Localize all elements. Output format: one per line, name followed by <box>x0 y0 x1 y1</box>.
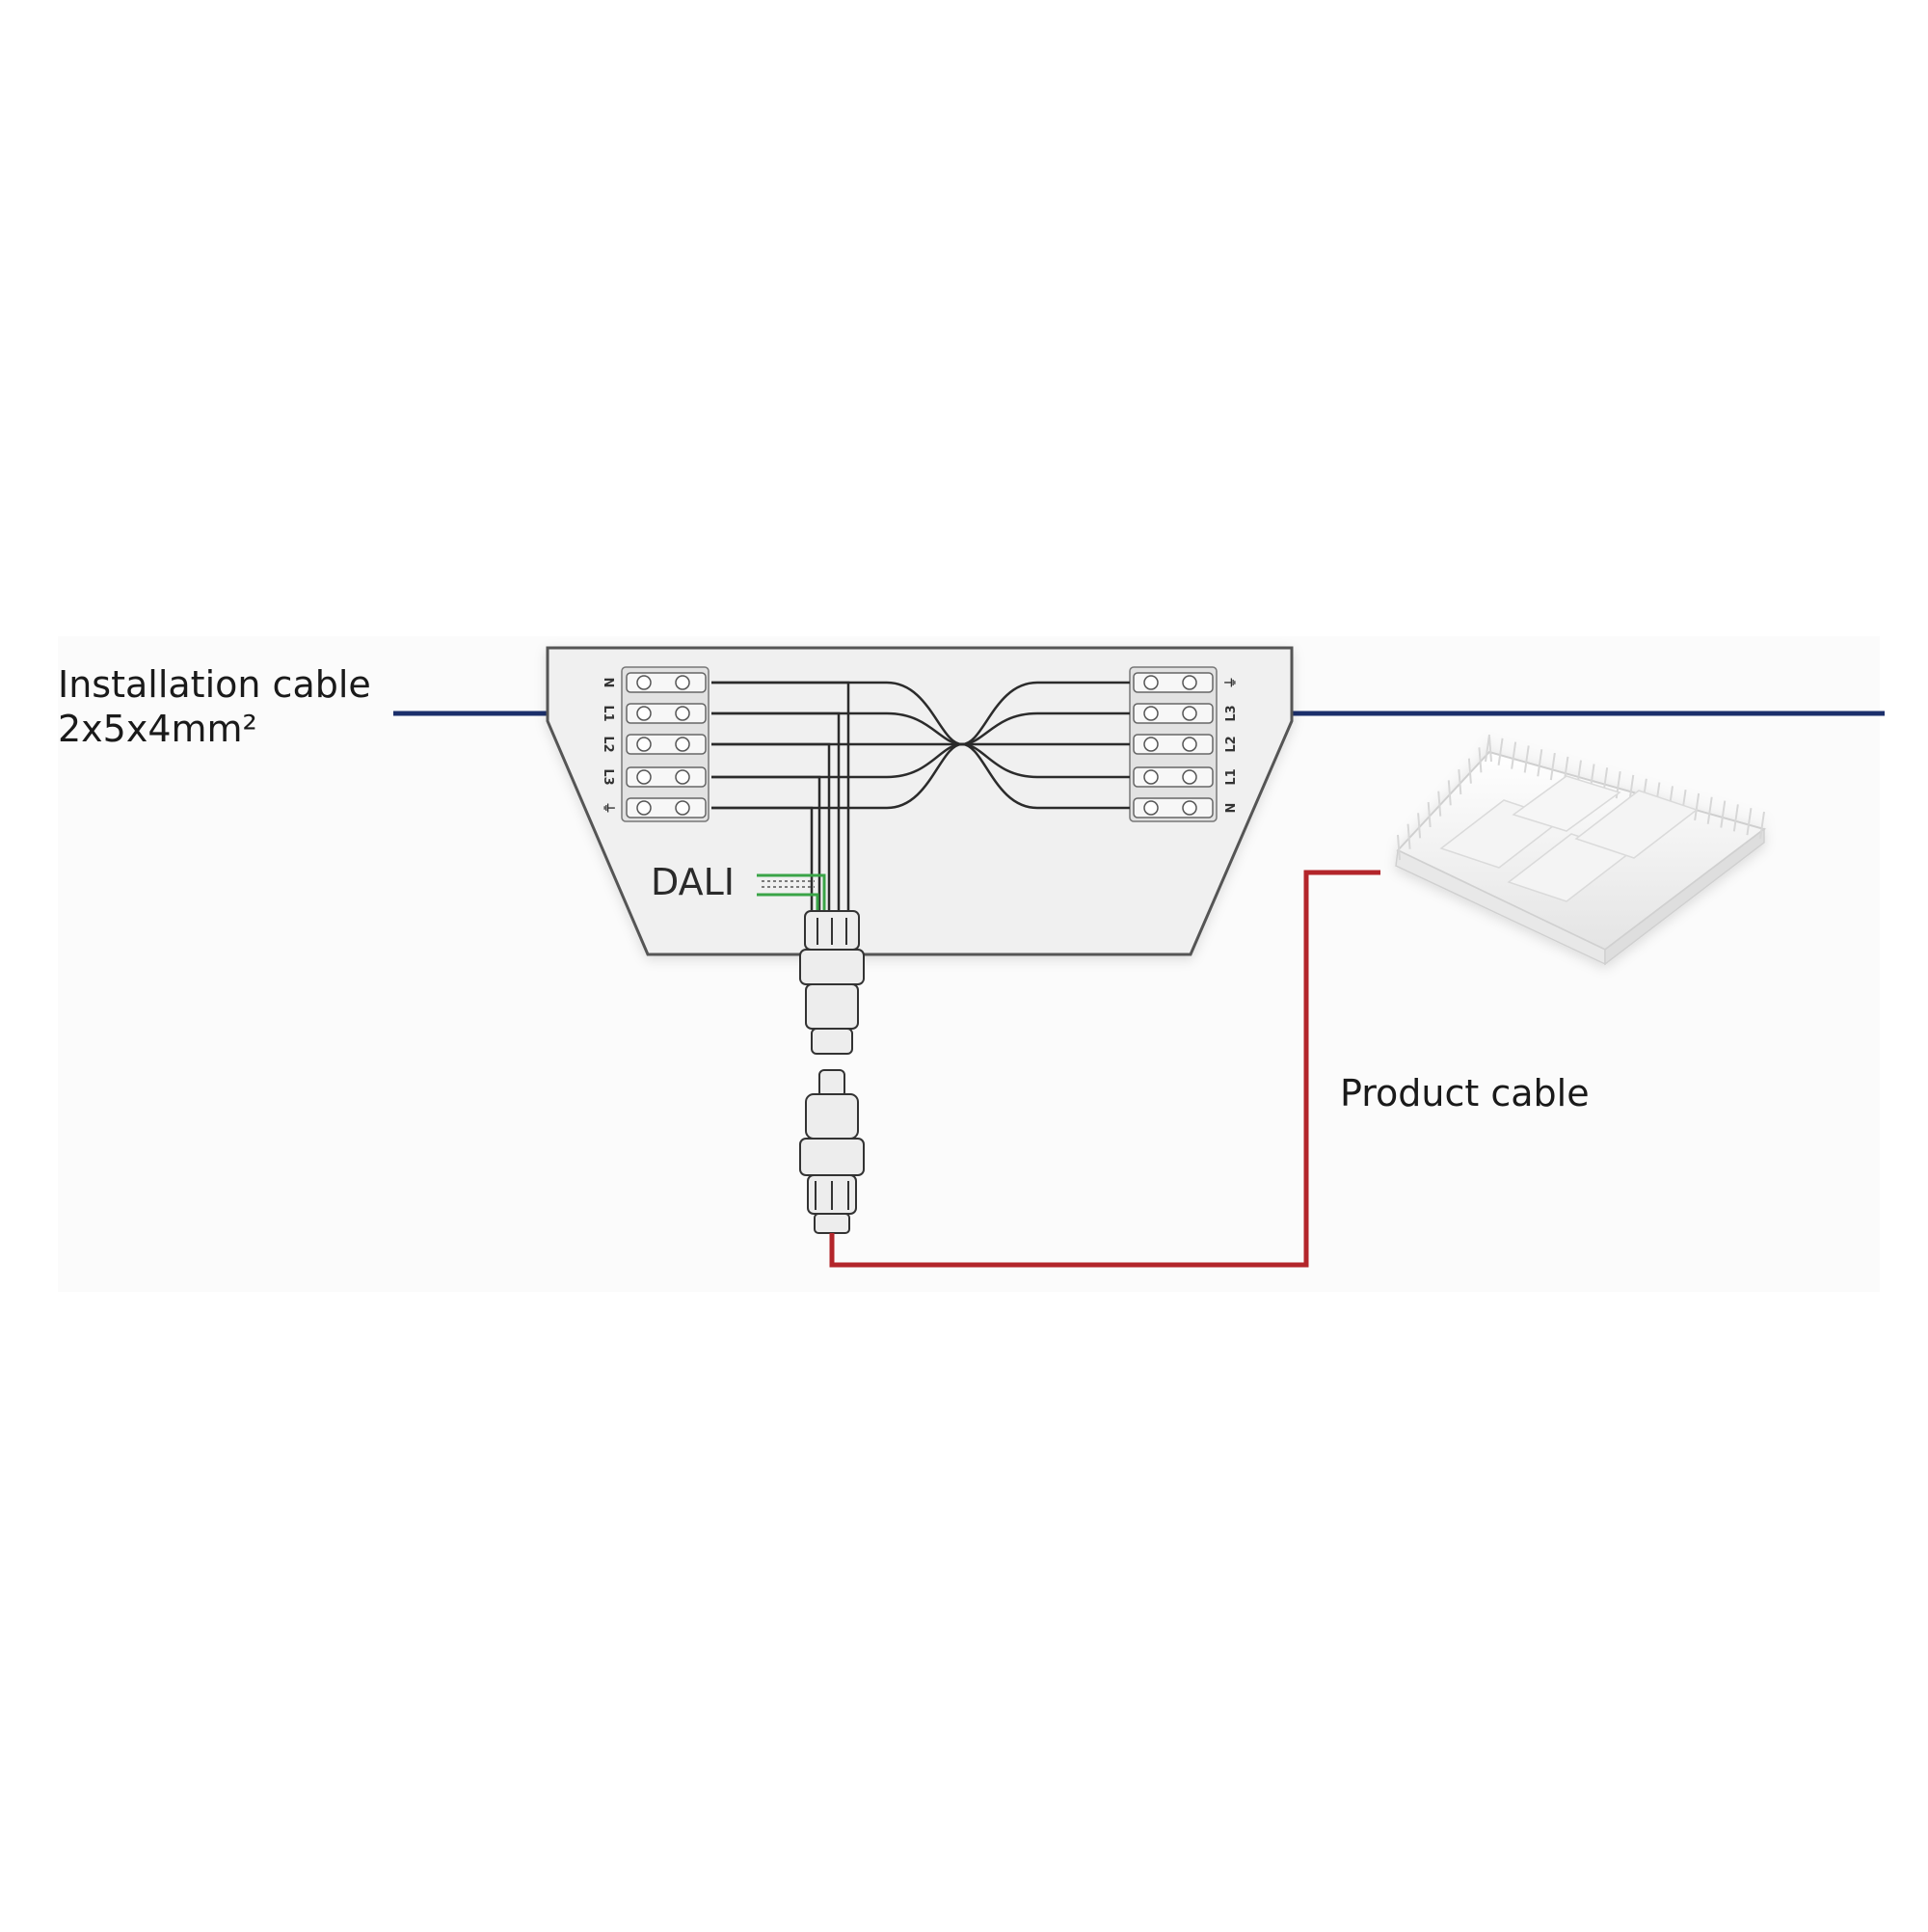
luminaire-fin <box>1497 738 1504 765</box>
luminaire-fin <box>1720 800 1727 828</box>
luminaire-fin <box>1478 747 1483 773</box>
terminal-row: L1 <box>601 703 707 724</box>
luminaire-fin <box>1437 791 1442 817</box>
tap-wires <box>711 681 850 911</box>
luminaire-icon <box>1395 734 1767 966</box>
junction-box <box>546 646 1294 956</box>
terminal-label: N <box>601 678 615 688</box>
terminal-label: L2 <box>1224 736 1239 752</box>
terminal-label: L2 <box>601 736 615 752</box>
luminaire-fin <box>1427 801 1432 828</box>
terminal-row: N <box>601 672 707 693</box>
installation-cable-label-line1: Installation cable <box>58 663 371 706</box>
product-cable <box>829 870 1380 1268</box>
dali-wires <box>757 873 826 911</box>
luminaire-fin <box>1706 796 1713 824</box>
terminal-row: L2 <box>1133 734 1239 755</box>
connector-socket <box>799 910 865 1055</box>
luminaire-fin <box>1759 811 1765 840</box>
luminaire-fin <box>1549 752 1556 781</box>
luminaire-fin <box>1523 745 1530 773</box>
luminaire-fin <box>1746 808 1753 836</box>
luminaire-fin <box>1511 741 1517 769</box>
luminaire-fin <box>1417 813 1422 839</box>
luminaire-fin <box>1467 758 1472 784</box>
terminal-label: N <box>1224 803 1239 814</box>
terminal-label: L3 <box>1224 705 1239 721</box>
terminal-label: L1 <box>601 705 615 721</box>
luminaire-fin <box>1458 768 1462 795</box>
installation-cable-label-line2: 2x5x4mm² <box>58 707 257 750</box>
luminaire-fin <box>1447 780 1452 806</box>
terminal-row: ⏚ <box>601 797 707 818</box>
terminal-row: L1 <box>1133 766 1239 788</box>
terminal-label: L3 <box>601 768 615 785</box>
luminaire-fin <box>1537 749 1543 777</box>
crossing-wires <box>711 681 1130 810</box>
terminal-row: L2 <box>601 734 707 755</box>
terminal-row: L3 <box>601 766 707 788</box>
luminaire-fin <box>1397 834 1401 861</box>
terminal-row: ⏚ <box>1133 672 1239 693</box>
installation-cable-label: Installation cable 2x5x4mm² <box>58 663 371 751</box>
terminal-label: ⏚ <box>601 801 615 814</box>
product-cable-label: Product cable <box>1340 1072 1590 1114</box>
terminal-row: N <box>1133 797 1239 818</box>
connector-plug <box>799 1069 865 1234</box>
terminal-label: ⏚ <box>1224 676 1239 688</box>
terminal-row: L3 <box>1133 703 1239 724</box>
luminaire-fin <box>1406 823 1411 849</box>
crossing-wire <box>711 681 1130 810</box>
terminal-label: L1 <box>1224 768 1239 785</box>
dali-label: DALI <box>651 861 735 903</box>
luminaire-fin <box>1694 792 1700 821</box>
luminaire-fin <box>1732 804 1739 832</box>
luminaire-fin <box>1488 736 1492 763</box>
